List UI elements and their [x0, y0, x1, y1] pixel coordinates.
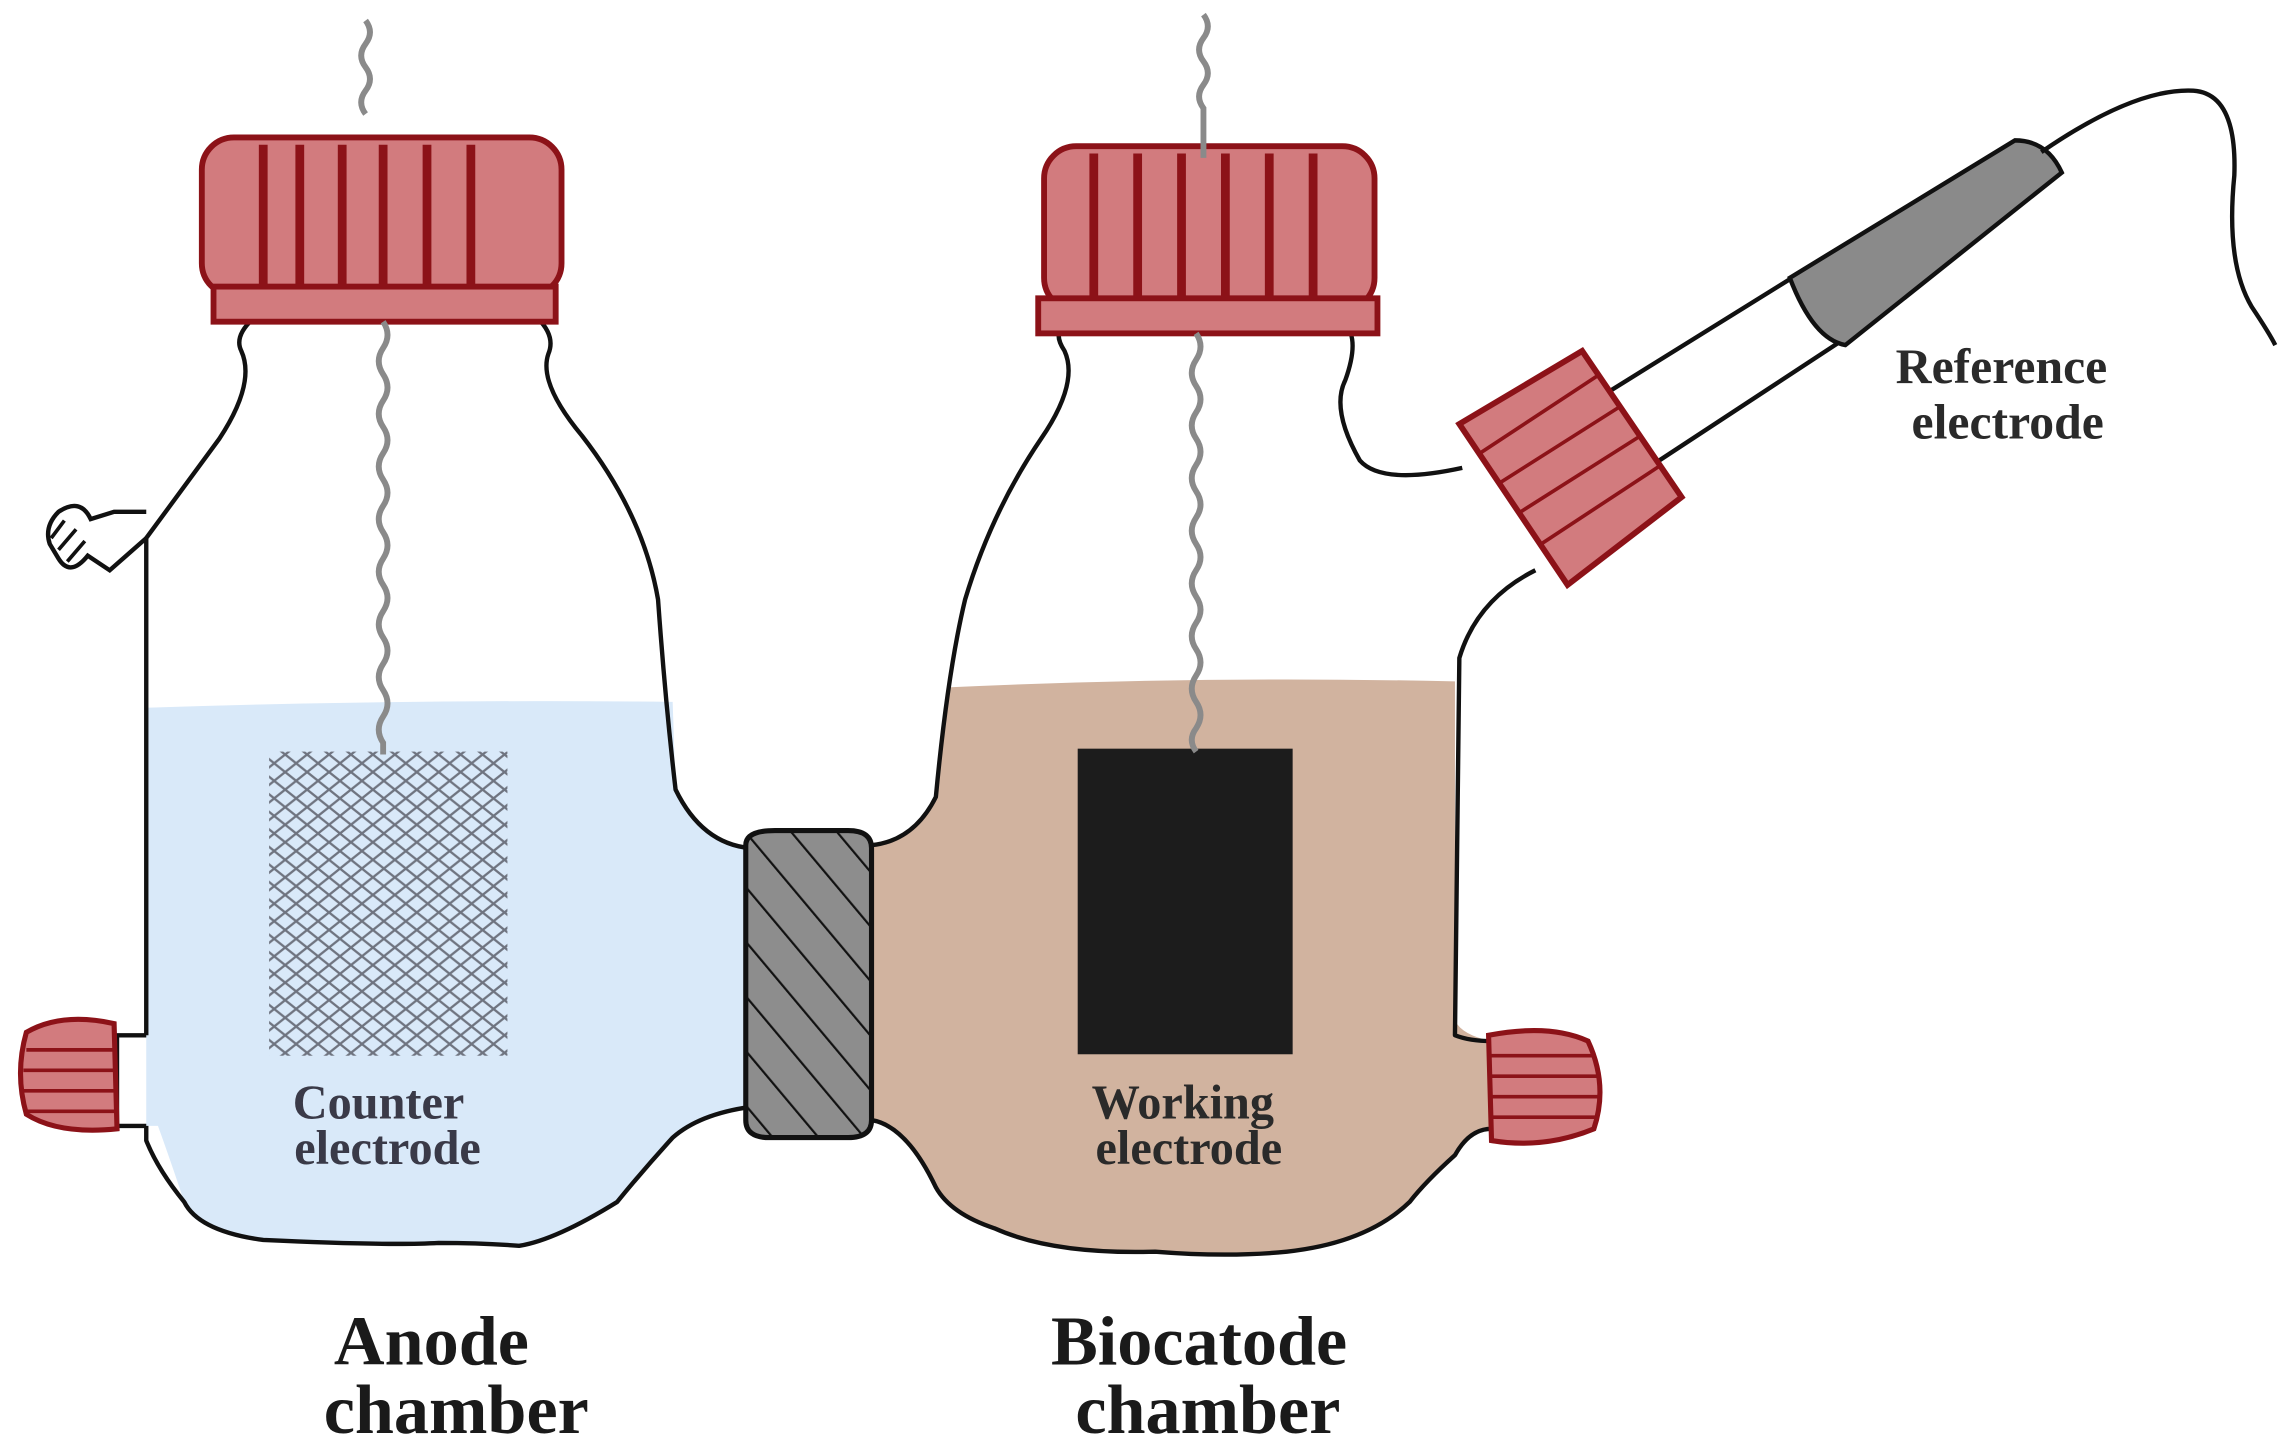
cathode-bottle-outline [871, 322, 1537, 1257]
biocathode-chamber [871, 12, 1603, 1257]
anode-chamber-label-line2: chamber [324, 1371, 589, 1449]
anode-side-port[interactable] [45, 503, 148, 574]
counter-electrode [269, 751, 508, 1056]
anode-cap[interactable] [198, 134, 565, 325]
cathode-bottom-port[interactable] [1485, 1028, 1603, 1146]
reference-electrode[interactable] [1455, 88, 2278, 590]
reference-cap[interactable] [1455, 347, 1686, 590]
anode-chamber-label-line1: Anode [334, 1302, 529, 1380]
anode-wire [358, 18, 391, 755]
biocathode-chamber-label: Biocatode chamber [1051, 1302, 1365, 1449]
anode-bottom-port[interactable] [17, 1016, 147, 1133]
counter-electrode-label: Counter electrode [293, 1077, 481, 1175]
reference-electrode-label-line2: electrode [1912, 395, 2104, 450]
biocathode-chamber-label-line2: chamber [1075, 1371, 1340, 1449]
working-electrode-label-line1: Working [1092, 1077, 1274, 1130]
cathode-wire [1188, 12, 1211, 754]
working-electrode-label: Working electrode [1092, 1077, 1286, 1175]
cathode-cap[interactable] [1035, 143, 1381, 337]
anode-bottle-outline [144, 317, 751, 1249]
reference-electrode-label: Reference electrode [1896, 339, 2120, 450]
counter-electrode-label-line2: electrode [294, 1122, 481, 1175]
anode-chamber-label: Anode chamber [324, 1302, 589, 1449]
counter-electrode-label-line1: Counter [293, 1077, 465, 1130]
working-electrode-label-line2: electrode [1096, 1122, 1283, 1175]
membrane [743, 827, 875, 1141]
reference-electrode-label-line1: Reference [1896, 339, 2108, 394]
biocathode-chamber-label-line1: Biocatode [1051, 1302, 1347, 1380]
anode-chamber [17, 18, 751, 1249]
working-electrode [1077, 748, 1293, 1055]
